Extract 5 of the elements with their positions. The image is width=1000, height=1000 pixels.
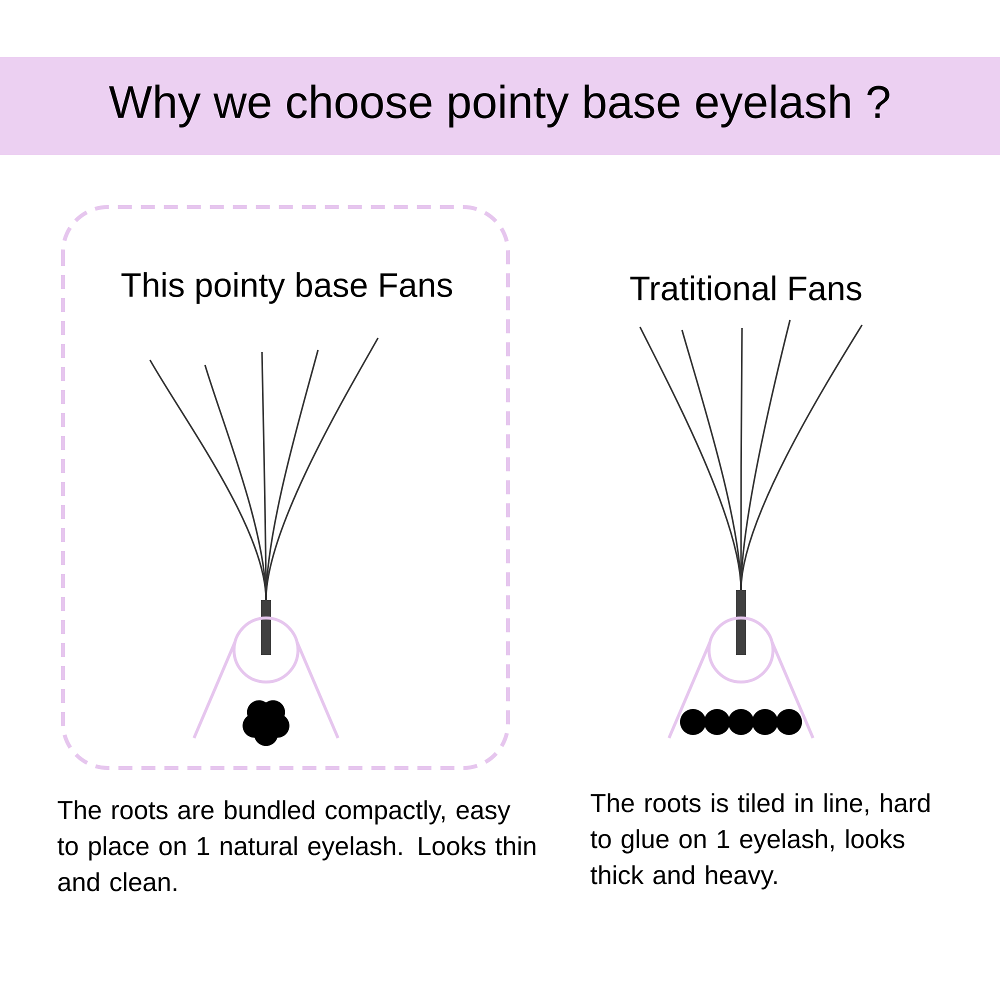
column-heading: Tratitional Fans [630, 276, 862, 300]
description-text: The roots are bundled compactly, easy to place on 1 natural eyelash. Looks thin and clean. [58, 800, 536, 892]
description-text: The roots is tiled in line, hard to glue on 1 eyelash, looks thick and heavy. [590, 793, 930, 890]
dashed-panel: This pointy base Fans [61, 205, 510, 770]
title-banner: Why we choose pointy base eyelash ? [0, 57, 1000, 155]
